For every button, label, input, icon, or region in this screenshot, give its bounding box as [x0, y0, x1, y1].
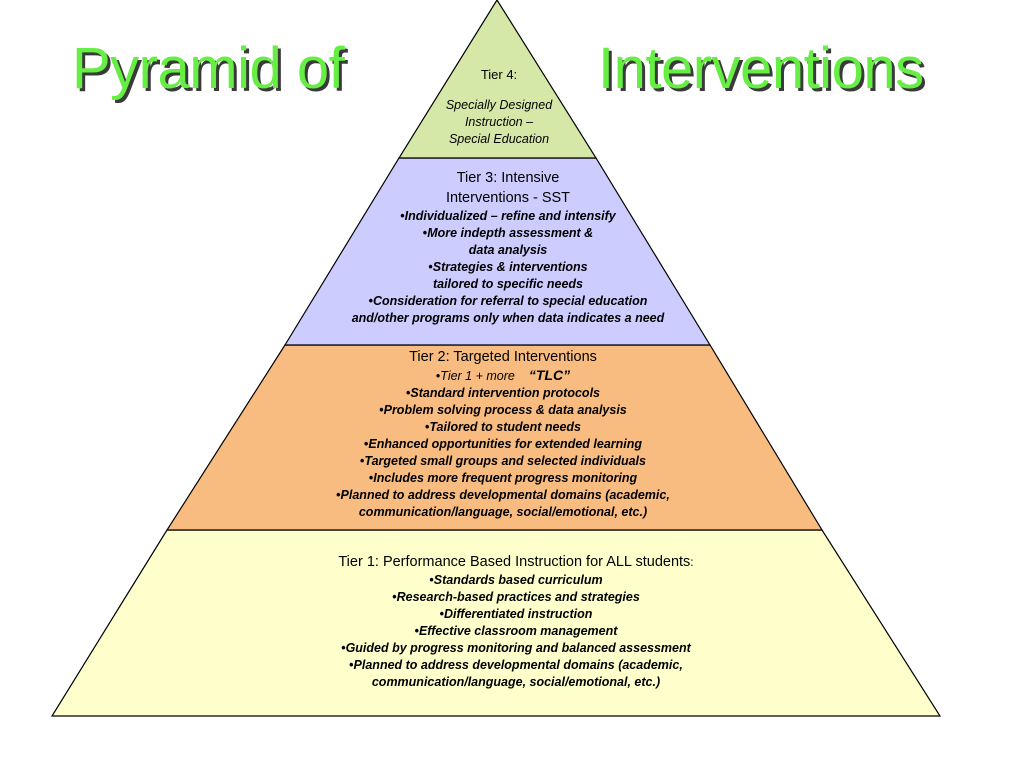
- tier-2-line: •Tier 1 + more“TLC”: [435, 367, 571, 383]
- tier-2-heading: Tier 2: Targeted Interventions: [409, 349, 597, 365]
- tier-4-line: Specially Designed: [445, 98, 553, 112]
- tier-1-line: •Standards based curriculum: [429, 573, 603, 587]
- tier-2-text: Tier 2: Targeted Interventions •Tier 1 +…: [253, 347, 753, 521]
- tier-1-text: Tier 1: Performance Based Instruction fo…: [216, 552, 816, 691]
- tier-4-line: Instruction –: [464, 115, 534, 129]
- tier-3-line: •Consideration for referral to special e…: [368, 294, 648, 308]
- tier-4-band: [397, 0, 598, 159]
- tier-1-line: •Research-based practices and strategies: [392, 590, 640, 604]
- tier-2-line: •Includes more frequent progress monitor…: [368, 471, 638, 485]
- tier-2-line: •Targeted small groups and selected indi…: [360, 454, 646, 468]
- title-interventions: Interventions: [598, 36, 924, 101]
- tier-2-line: •Problem solving process & data analysis: [379, 403, 627, 417]
- tier-1-line: communication/language, social/emotional…: [371, 675, 661, 689]
- tier-3-heading: Tier 3: Intensive: [456, 170, 560, 186]
- tier-1-line: •Planned to address developmental domain…: [349, 658, 683, 672]
- tier-3-text: Tier 3: Intensive Interventions - SST •I…: [308, 168, 708, 327]
- tier-3-line: data analysis: [468, 243, 548, 257]
- tier-4-line: Special Education: [448, 132, 550, 146]
- tier-4-text: Tier 4: Specially Designed Instruction –…: [399, 67, 599, 148]
- tier-3-line: •Strategies & interventions: [428, 260, 588, 274]
- tier-1-line: •Guided by progress monitoring and balan…: [341, 641, 691, 655]
- tier-3-heading: Interventions - SST: [445, 190, 571, 206]
- tier-2-line: •Planned to address developmental domain…: [336, 488, 670, 502]
- tlc-label: “TLC”: [528, 367, 571, 383]
- tier-2-line: •Standard intervention protocols: [406, 386, 600, 400]
- tier-4-heading: Tier 4:: [480, 67, 518, 82]
- title-pyramid-of: Pyramid of: [72, 36, 345, 101]
- tier-1-heading: Tier 1: Performance Based Instruction fo…: [338, 554, 694, 570]
- tier-2-line: •Tailored to student needs: [424, 420, 582, 434]
- tier-1-line: •Effective classroom management: [414, 624, 618, 638]
- tier-3-line: •Individualized – refine and intensify: [400, 209, 616, 223]
- tier-3-line: and/other programs only when data indica…: [351, 311, 665, 325]
- tier-1-line: •Differentiated instruction: [439, 607, 593, 621]
- tier-2-line: •Enhanced opportunities for extended lea…: [363, 437, 643, 451]
- tier-2-line: communication/language, social/emotional…: [358, 505, 648, 519]
- tier-3-line: •More indepth assessment &: [422, 226, 594, 240]
- tier-3-line: tailored to specific needs: [432, 277, 584, 291]
